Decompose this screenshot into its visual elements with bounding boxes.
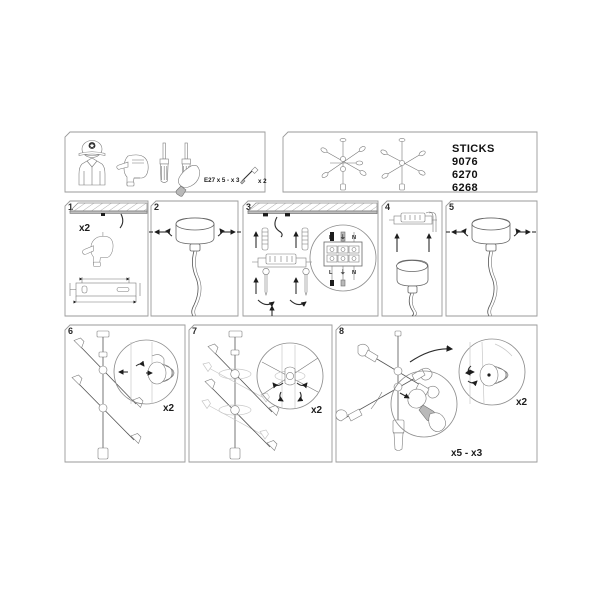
- ceiling-canopy-icon: [471, 217, 511, 252]
- model-code-2: 6268: [452, 182, 478, 194]
- terminal-label-top-earth: ⏚: [340, 234, 346, 241]
- step-6: 6: [64, 324, 186, 463]
- mains-cable: [274, 216, 283, 238]
- arm-attachment-detail: [113, 339, 179, 405]
- live-wire-top: [330, 232, 334, 241]
- stick-arm-lower: [335, 367, 433, 422]
- step-3: 3: [242, 200, 379, 317]
- loosen-arrow-right: [217, 228, 241, 237]
- tighten-arrow-right: [513, 228, 536, 237]
- stick-arm-upper: [207, 343, 280, 417]
- ceiling-surface: [69, 210, 148, 214]
- step-3-number: 3: [246, 202, 251, 212]
- step-2-number: 2: [154, 202, 159, 212]
- rotate-arc-right: [289, 299, 307, 307]
- step-7-qty: x2: [311, 405, 323, 416]
- step-8-qty-secondary: x5 - x3: [451, 448, 483, 459]
- step-4: 4: [381, 200, 443, 317]
- power-drill-icon: [116, 154, 149, 187]
- anchor-right: [285, 213, 290, 217]
- terminal-label-bottom-L: L: [329, 270, 333, 276]
- brand-name: STICKS: [452, 143, 495, 155]
- socket-thread-detail: [458, 338, 526, 406]
- terminal-label-top-N: N: [352, 235, 356, 241]
- tighten-arrow-left: [446, 228, 469, 237]
- product-panel: STICKS 9076 6270 6268: [282, 131, 538, 194]
- terminal-block-detail: L ⏚ N L ⏚ N: [309, 224, 377, 292]
- stick-arm-lower: [71, 374, 142, 445]
- anchor-qty-label: x 2: [258, 178, 267, 185]
- stick-lamp-variant-a: [320, 138, 367, 191]
- bulb-qty-label: E27 x 5 - x 3: [204, 177, 240, 184]
- light-bulb-icon: [175, 165, 200, 197]
- detail-pointer: [409, 345, 454, 363]
- step-7: 7: [188, 324, 333, 463]
- step-1-qty: x2: [79, 223, 91, 234]
- mounting-bracket: [389, 211, 437, 232]
- step-8-number: 8: [339, 326, 344, 336]
- stick-lamp-variant-b: [380, 138, 426, 191]
- loosen-arrow-left: [149, 228, 173, 237]
- terminal-label-bottom-N: N: [352, 270, 356, 276]
- twisted-cable: [487, 250, 498, 317]
- step-5: 5: [445, 200, 538, 317]
- stick-arm-upper: [73, 337, 144, 409]
- step-1: 1 x2: [64, 200, 149, 317]
- anchor-left: [263, 213, 268, 217]
- step-1-number: 1: [68, 202, 73, 212]
- twisted-cable: [408, 292, 417, 317]
- installer-person-icon: [78, 140, 106, 186]
- fastener-group-upper: [253, 227, 309, 251]
- mounting-bracket-diagram: [69, 277, 141, 304]
- step-2: 2: [149, 200, 241, 317]
- ceiling-surface: [247, 210, 378, 214]
- central-rod: [392, 330, 405, 451]
- bulb-install-detail: [390, 370, 458, 438]
- product-name-block: STICKS 9076 6270 6268: [452, 143, 495, 194]
- stick-arm-upper: [357, 343, 440, 399]
- tools-panel: E27 x 5 - x 3 x 2: [64, 131, 267, 197]
- ceiling-anchor-point: [101, 213, 105, 216]
- ceiling-hatch: [69, 202, 148, 212]
- step-7-number: 7: [192, 326, 197, 336]
- ceiling-canopy-icon: [396, 259, 429, 294]
- stick-arm-lower: [204, 378, 278, 452]
- screwdriver-icon: [159, 142, 169, 183]
- step-5-number: 5: [449, 202, 454, 212]
- terminal-label-top-L: L: [329, 235, 333, 241]
- step-6-qty: x2: [163, 403, 175, 414]
- wall-anchor-screw-icon: [240, 166, 259, 185]
- power-drill-icon: [82, 232, 114, 267]
- terminal-label-bottom-earth: ⏚: [340, 269, 346, 276]
- step-6-number: 6: [68, 326, 73, 336]
- step-8: 8: [335, 324, 538, 463]
- fastener-group-lower: [253, 268, 310, 296]
- model-code-0: 9076: [452, 156, 478, 168]
- twisted-cable: [191, 250, 202, 317]
- ceiling-canopy-icon: [175, 217, 215, 252]
- step-4-number: 4: [385, 202, 390, 212]
- arm-rotation-detail: [256, 342, 324, 410]
- rotate-arc-left: [257, 299, 275, 307]
- model-code-1: 6270: [452, 169, 478, 181]
- step-8-qty: x2: [516, 397, 528, 408]
- ceiling-hatch: [247, 202, 378, 212]
- mounting-bracket: [252, 253, 312, 268]
- cable-hook-icon: [119, 213, 124, 229]
